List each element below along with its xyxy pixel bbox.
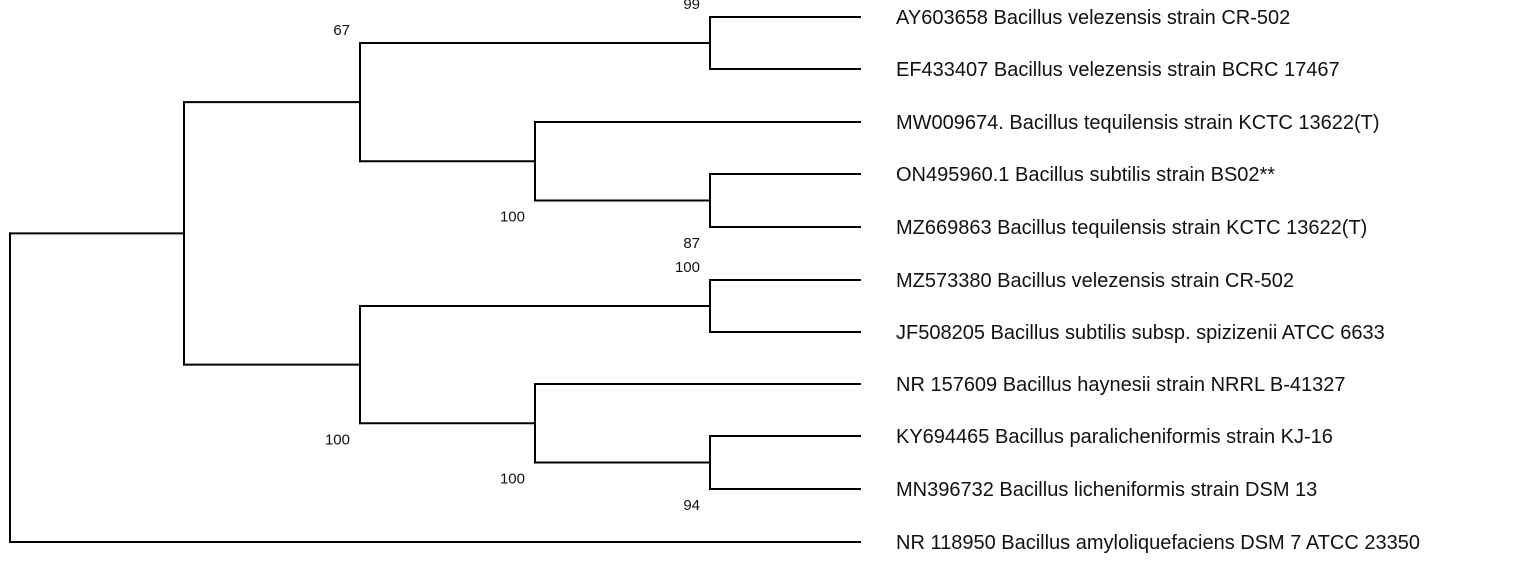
taxon-label: MZ669863 Bacillus tequilensis strain KCT… bbox=[896, 217, 1367, 239]
taxon-label: AY603658 Bacillus velezensis strain CR-5… bbox=[896, 7, 1290, 29]
taxon-label: ON495960.1 Bacillus subtilis strain BS02… bbox=[896, 164, 1275, 186]
taxon-label: NR 157609 Bacillus haynesii strain NRRL … bbox=[896, 374, 1346, 396]
bootstrap-value: 67 bbox=[333, 22, 350, 39]
bootstrap-value: 100 bbox=[675, 259, 700, 276]
branches bbox=[9, 16, 861, 543]
taxon-label: JF508205 Bacillus subtilis subsp. spiziz… bbox=[896, 322, 1385, 344]
bootstrap-values: 99 87 100 67 100 94 100 100 bbox=[325, 0, 700, 514]
bootstrap-value: 100 bbox=[500, 209, 525, 226]
taxon-label: MZ573380 Bacillus velezensis strain CR-5… bbox=[896, 270, 1294, 292]
bootstrap-value: 87 bbox=[683, 235, 700, 252]
taxon-labels: AY603658 Bacillus velezensis strain CR-5… bbox=[896, 7, 1420, 554]
taxon-label: NR 118950 Bacillus amyloliquefaciens DSM… bbox=[896, 532, 1420, 554]
bootstrap-value: 100 bbox=[325, 431, 350, 448]
bootstrap-value: 99 bbox=[683, 0, 700, 13]
taxon-label: KY694465 Bacillus paralicheniformis stra… bbox=[896, 426, 1333, 448]
taxon-label: MN396732 Bacillus licheniformis strain D… bbox=[896, 479, 1317, 501]
bootstrap-value: 94 bbox=[683, 497, 700, 514]
taxon-label: EF433407 Bacillus velezensis strain BCRC… bbox=[896, 59, 1340, 81]
bootstrap-value: 100 bbox=[500, 471, 525, 488]
taxon-label: MW009674. Bacillus tequilensis strain KC… bbox=[896, 112, 1380, 134]
